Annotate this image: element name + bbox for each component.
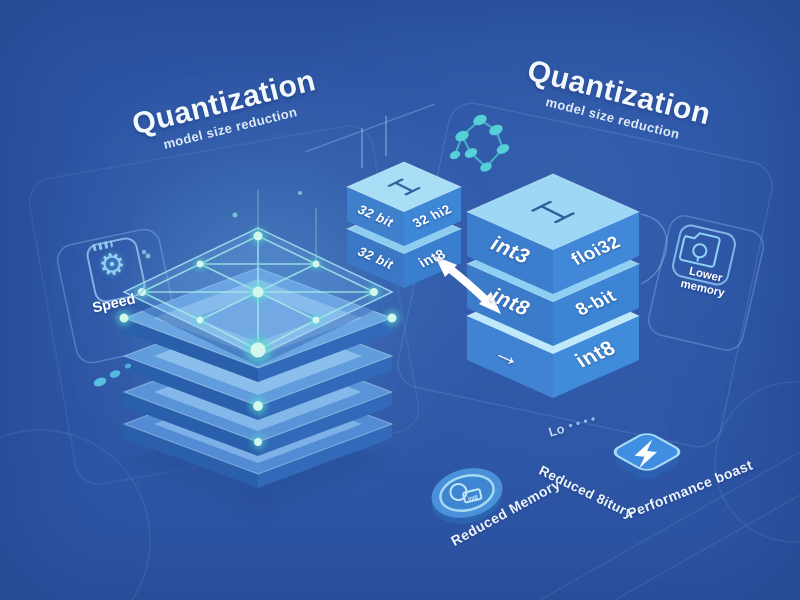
background-decor [0, 103, 800, 600]
ibeam-icon [531, 201, 575, 223]
dots-trail [93, 363, 132, 387]
badge-chip-text: int8 [468, 495, 479, 503]
gear-icon: ⚙ [95, 246, 129, 285]
right-cube-1 [465, 173, 641, 294]
middle-cube-top [345, 161, 463, 246]
loading-text: Lo [546, 420, 567, 440]
glow-nodes [116, 228, 400, 449]
folder-memory-icon [678, 232, 721, 268]
double-arrow-icon [435, 256, 501, 314]
network-edges [141, 235, 375, 351]
memory-badge: int8 [431, 468, 503, 524]
performance-badge [613, 433, 681, 479]
network-layer [116, 190, 422, 449]
layer-stack [116, 190, 422, 488]
right-cube-stack [465, 173, 668, 398]
cube-wires [361, 116, 387, 168]
flash-icon [634, 439, 658, 469]
cube-wire-curve [640, 213, 668, 285]
tiny-dot [142, 250, 146, 254]
graph-icon [449, 114, 510, 172]
ibeam-icon [387, 178, 421, 196]
middle-cube-stack [345, 161, 463, 288]
